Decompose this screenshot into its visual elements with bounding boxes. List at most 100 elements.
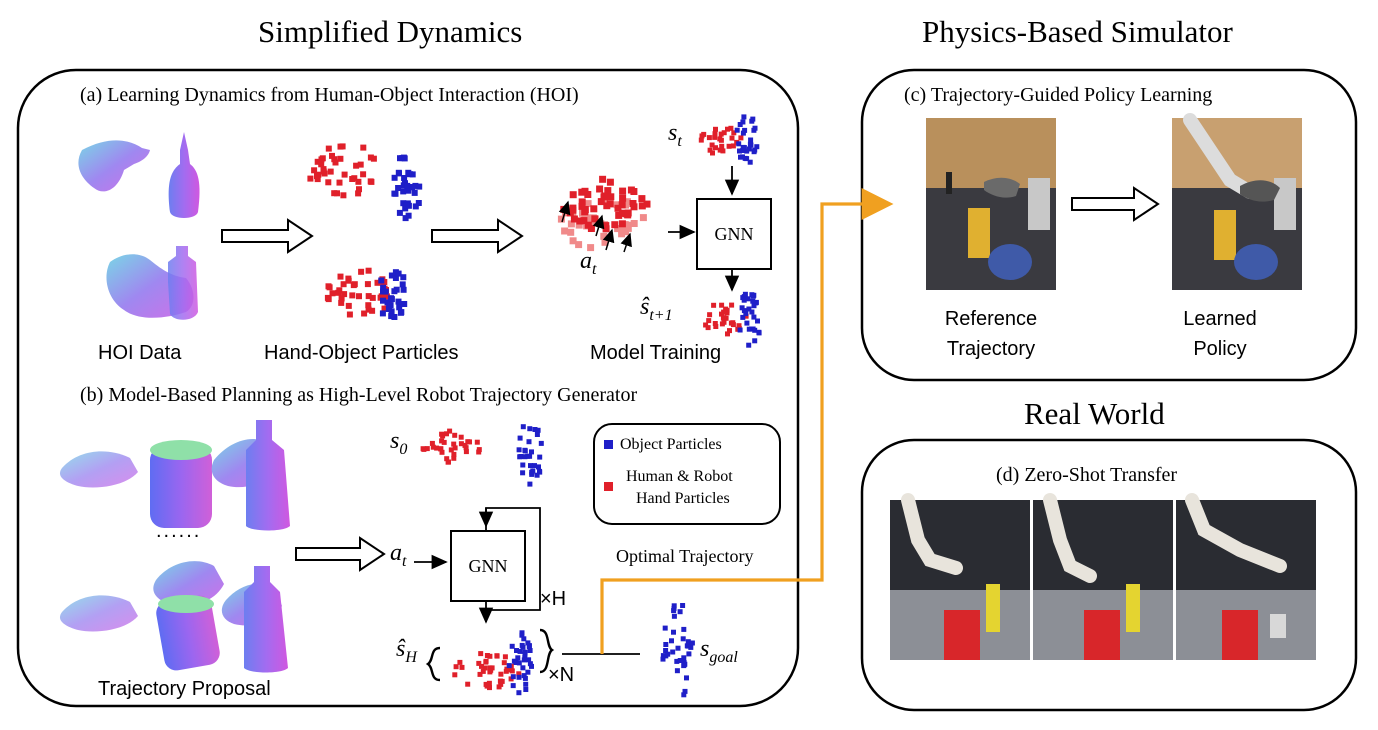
object-cluster-a1: [391, 154, 423, 222]
particle: [367, 154, 374, 161]
particle: [614, 204, 622, 212]
particle: [482, 665, 488, 671]
particle: [465, 681, 471, 687]
particle: [430, 444, 436, 450]
particle: [457, 659, 463, 665]
particle: [602, 222, 610, 230]
particle: [525, 669, 531, 675]
particle: [630, 220, 638, 227]
particle: [329, 152, 335, 159]
particle: [619, 194, 627, 202]
particle: [740, 130, 746, 136]
particle: [509, 668, 515, 674]
particle: [451, 451, 457, 457]
particle: [712, 131, 718, 137]
particle: [527, 481, 533, 487]
particle: [451, 441, 457, 447]
particle: [403, 202, 410, 209]
particle: [529, 449, 534, 455]
state-s-t: st: [668, 120, 682, 150]
particle: [663, 648, 669, 653]
particle: [325, 179, 332, 186]
particle: [459, 664, 465, 670]
particle: [601, 192, 609, 200]
particle: [444, 431, 449, 437]
particle: [606, 178, 614, 186]
particle: [307, 175, 314, 182]
particle: [680, 603, 686, 608]
particle: [749, 309, 755, 315]
particle: [699, 133, 705, 139]
particle: [487, 665, 493, 671]
particle: [477, 671, 483, 677]
particle: [711, 302, 717, 308]
particle: [750, 116, 756, 122]
particle: [458, 441, 464, 447]
particle: [515, 655, 521, 661]
particle: [523, 681, 529, 687]
particle: [400, 188, 407, 195]
state-s-hat-h: ŝH: [396, 636, 417, 666]
particle: [384, 299, 391, 306]
particle: [395, 270, 402, 277]
particle: [400, 286, 407, 293]
particle: [528, 463, 533, 469]
particle: [725, 331, 730, 337]
particle: [561, 227, 569, 235]
particle: [600, 232, 608, 240]
particle: [412, 203, 419, 210]
particle: [516, 674, 522, 680]
heading-physics-simulator: Physics-Based Simulator: [922, 14, 1233, 49]
particle: [441, 439, 447, 445]
particle: [581, 187, 589, 195]
particle: [480, 668, 486, 674]
particle: [569, 237, 577, 245]
particle: [619, 187, 627, 195]
particle: [703, 322, 709, 328]
particle: [405, 187, 412, 194]
particle: [737, 122, 743, 127]
particle: [439, 431, 445, 437]
particle: [380, 284, 387, 291]
particle: [586, 214, 594, 222]
particle: [402, 205, 409, 212]
zero-shot-transfer-image-1: [890, 493, 1030, 660]
particle: [681, 626, 687, 632]
particle: [736, 323, 742, 329]
particle: [740, 295, 746, 301]
state-s-0: s0: [390, 428, 408, 458]
particle: [736, 141, 742, 147]
particle: [429, 440, 435, 446]
particle: [396, 209, 403, 216]
panel-b-title: (b) Model-Based Planning as High-Level R…: [80, 384, 638, 406]
particle: [399, 281, 406, 288]
particle: [615, 211, 623, 219]
object-cluster-sh: [506, 630, 534, 696]
particle: [751, 303, 757, 309]
particle: [604, 187, 612, 195]
particle: [578, 198, 586, 206]
particle: [737, 327, 743, 333]
particle: [484, 683, 490, 689]
particle: [712, 321, 718, 326]
particle: [401, 301, 408, 307]
panel-c-frame: [860, 68, 1358, 382]
particle: [476, 449, 482, 455]
particle: [520, 470, 526, 476]
particle: [527, 648, 533, 653]
particle: [606, 200, 614, 208]
particle: [534, 472, 540, 478]
particle: [532, 463, 537, 469]
particle: [746, 306, 752, 312]
hand-cluster-s0: [420, 428, 482, 465]
particle: [345, 277, 352, 284]
particle: [346, 311, 353, 318]
particle: [557, 215, 565, 223]
particle: [463, 449, 469, 455]
particle: [710, 150, 715, 156]
particle: [705, 325, 711, 331]
particle: [365, 306, 372, 313]
particle: [451, 455, 457, 461]
particle: [415, 200, 422, 206]
particle: [706, 135, 712, 141]
